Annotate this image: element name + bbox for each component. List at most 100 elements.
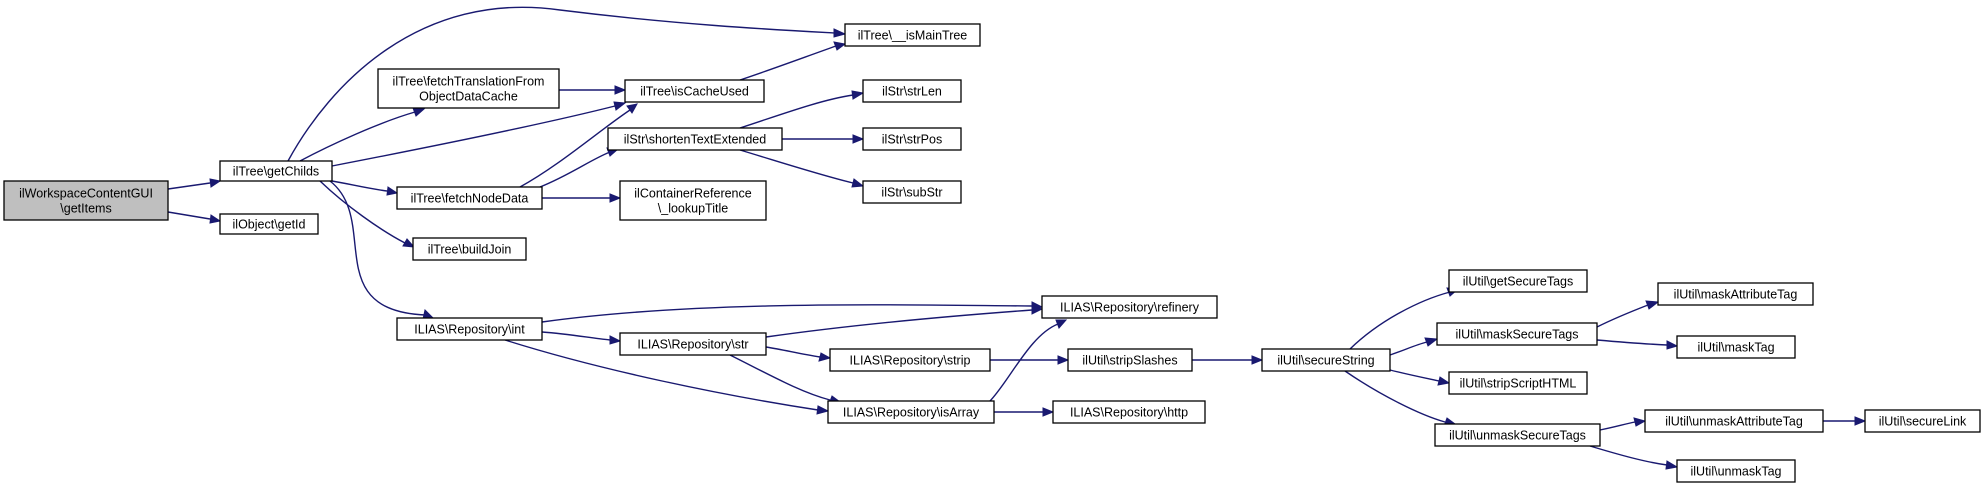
node-secureString[interactable]: ilUtil\secureString xyxy=(1261,348,1391,372)
node-box xyxy=(396,186,543,210)
edge-getChilds-to-buildJoin xyxy=(319,180,416,248)
node-getChilds[interactable]: ilTree\getChilds xyxy=(219,160,333,182)
edge-line xyxy=(989,323,1059,402)
node-unmaskTag[interactable]: ilUtil\unmaskTag xyxy=(1676,459,1796,483)
edge-arrowhead xyxy=(386,186,399,196)
node-box xyxy=(1448,269,1588,293)
node-label: ilTree\buildJoin xyxy=(428,243,512,257)
node-unmaskAttributeTag[interactable]: ilUtil\unmaskAttributeTag xyxy=(1644,409,1824,433)
node-label: ilStr\subStr xyxy=(881,186,942,200)
node-strLen[interactable]: ilStr\strLen xyxy=(862,79,962,103)
node-shorten[interactable]: ilStr\shortenTextExtended xyxy=(607,127,783,151)
node-subStr[interactable]: ilStr\subStr xyxy=(862,180,962,204)
node-label: ilUtil\unmaskSecureTags xyxy=(1449,429,1586,443)
edge-arrowhead xyxy=(1666,340,1679,350)
graph-nodes: ilWorkspaceContentGUI\getItems ilTree\get… xyxy=(3,23,1981,483)
edge-isArray-to-refinery xyxy=(989,319,1068,402)
edge-line xyxy=(519,109,631,188)
node-strPos[interactable]: ilStr\strPos xyxy=(862,127,962,151)
node-buildJoin[interactable]: ilTree\buildJoin xyxy=(412,237,527,261)
edge-shorten-to-strLen xyxy=(739,90,865,129)
edge-arrowhead xyxy=(412,107,426,117)
edge-arrowhead xyxy=(209,214,222,224)
node-box xyxy=(1657,282,1814,306)
edge-line xyxy=(1344,370,1446,423)
edge-line xyxy=(167,182,211,190)
edge-secureString-to-unmaskSecureTags xyxy=(1344,370,1457,427)
edge-arrowhead xyxy=(1645,300,1660,310)
node-box xyxy=(219,160,333,182)
edge-line xyxy=(765,346,821,358)
edge-root-to-getId xyxy=(167,211,222,224)
node-label: ilUtil\unmaskAttributeTag xyxy=(1665,415,1803,429)
node-label: ilObject\getId xyxy=(233,218,306,232)
node-getSecureTags[interactable]: ilUtil\getSecureTags xyxy=(1448,269,1588,293)
node-label: ILIAS\Repository\isArray xyxy=(843,406,980,420)
edge-unmaskSecureTags-to-unmaskTag xyxy=(1589,445,1679,470)
node-label: ObjectDataCache xyxy=(419,90,518,104)
node-box xyxy=(1434,423,1601,447)
node-maskAttributeTag[interactable]: ilUtil\maskAttributeTag xyxy=(1657,282,1814,306)
node-maskTag[interactable]: ilUtil\maskTag xyxy=(1676,335,1796,359)
node-label: ilUtil\secureLink xyxy=(1879,415,1967,429)
node-label: ilUtil\maskSecureTags xyxy=(1456,328,1579,342)
node-isCacheUsed[interactable]: ilTree\isCacheUsed xyxy=(624,79,765,103)
node-root[interactable]: ilWorkspaceContentGUI\getItems xyxy=(3,180,169,221)
edge-shorten-to-subStr xyxy=(739,149,865,188)
node-getId[interactable]: ilObject\getId xyxy=(219,213,319,235)
node-label: ILIAS\Repository\refinery xyxy=(1060,301,1200,315)
edge-fetchTrans-to-isCacheUsed xyxy=(559,85,627,95)
edge-line xyxy=(739,94,854,129)
edge-arrowhead xyxy=(1251,355,1264,365)
edge-maskSecureTags-to-maskAttributeTag xyxy=(1596,300,1660,328)
edge-arrowhead xyxy=(609,193,622,203)
edge-line xyxy=(287,6,836,162)
node-stripScriptHTML[interactable]: ilUtil\stripScriptHTML xyxy=(1448,371,1588,395)
edge-arrowhead xyxy=(1042,407,1055,417)
node-http[interactable]: ILIAS\Repository\http xyxy=(1052,400,1206,424)
edge-line xyxy=(1389,341,1428,356)
node-label: ilTree\fetchNodeData xyxy=(411,192,529,206)
edge-line xyxy=(1599,421,1636,431)
node-fetchTrans[interactable]: ilTree\fetchTranslationFromObjectDataCac… xyxy=(377,68,560,109)
node-maskSecureTags[interactable]: ilUtil\maskSecureTags xyxy=(1436,322,1598,346)
node-label: ilStr\strPos xyxy=(882,133,942,147)
node-box xyxy=(829,348,991,372)
edge-arrowhead xyxy=(209,178,222,188)
node-int[interactable]: ILIAS\Repository\int xyxy=(396,317,543,341)
node-label: ILIAS\Repository\str xyxy=(637,338,748,352)
edge-str-to-isArray xyxy=(729,354,842,405)
edge-line xyxy=(167,211,211,220)
node-label: ILIAS\Repository\strip xyxy=(850,354,971,368)
node-label: ilUtil\unmaskTag xyxy=(1690,465,1781,479)
edge-arrowhead xyxy=(833,41,847,51)
node-isMainTree[interactable]: ilTree\__isMainTree xyxy=(844,23,981,47)
node-label: ilWorkspaceContentGUI xyxy=(19,187,153,201)
node-label: ilUtil\stripScriptHTML xyxy=(1460,377,1577,391)
edge-unmaskSecureTags-to-unmaskAttributeTag xyxy=(1599,417,1647,431)
node-label: \_lookupTitle xyxy=(658,202,728,216)
node-box xyxy=(1067,348,1193,372)
edge-getChilds-to-fetchNodeData xyxy=(331,180,399,196)
edge-line xyxy=(739,45,837,81)
edge-line xyxy=(765,309,1033,338)
edge-unmaskAttributeTag-to-secureLink xyxy=(1823,416,1867,426)
node-str[interactable]: ILIAS\Repository\str xyxy=(619,332,767,356)
node-unmaskSecureTags[interactable]: ilUtil\unmaskSecureTags xyxy=(1434,423,1601,447)
node-stripSlashes[interactable]: ilUtil\stripSlashes xyxy=(1067,348,1193,372)
edge-arrowhead xyxy=(609,335,622,345)
edge-line xyxy=(329,180,426,316)
node-lookupTitle[interactable]: ilContainerReference\_lookupTitle xyxy=(619,180,767,221)
node-box xyxy=(1261,348,1391,372)
node-box xyxy=(862,127,962,151)
edge-int-to-refinery xyxy=(541,301,1044,323)
edge-arrowhead xyxy=(1031,305,1044,315)
edge-str-to-strip xyxy=(765,346,832,362)
node-isArray[interactable]: ILIAS\Repository\isArray xyxy=(827,400,995,424)
node-fetchNodeData[interactable]: ilTree\fetchNodeData xyxy=(396,186,543,210)
node-refinery[interactable]: ILIAS\Repository\refinery xyxy=(1041,295,1218,319)
node-secureLink[interactable]: ilUtil\secureLink xyxy=(1864,409,1981,433)
node-strip[interactable]: ILIAS\Repository\strip xyxy=(829,348,991,372)
edge-arrowhead xyxy=(816,405,830,415)
edge-arrowhead xyxy=(818,352,832,362)
